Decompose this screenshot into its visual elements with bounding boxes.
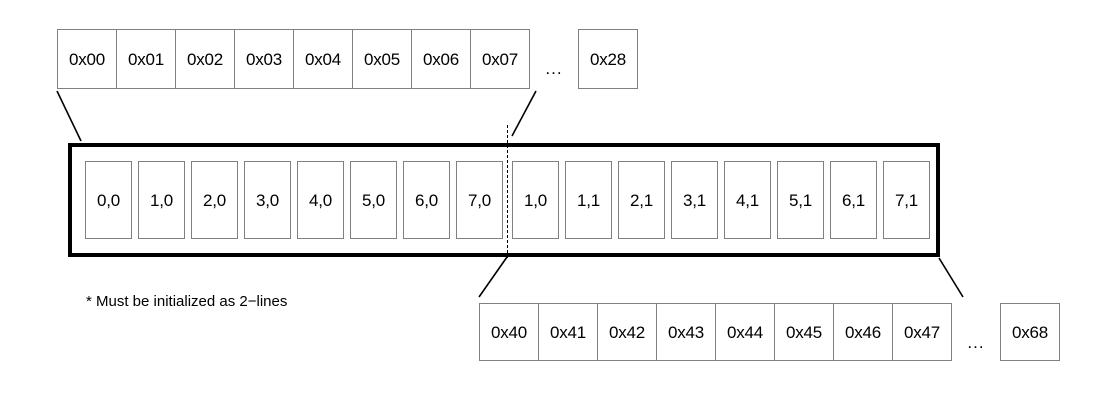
address-cell: 0x01 [116,29,176,89]
address-cell: 0x40 [479,303,539,361]
address-cell-last: 0x68 [1000,303,1060,361]
word-cell: 2,1 [618,161,665,239]
leader-top-right [511,90,537,137]
word-cell: 2,0 [191,161,238,239]
leader-bottom-right [938,257,964,298]
word-cell: 5,0 [350,161,397,239]
word-cell: 3,1 [671,161,718,239]
address-cell: 0x04 [293,29,353,89]
word-cell: 1,0 [512,161,559,239]
address-cell: 0x06 [411,29,471,89]
address-cell: 0x03 [234,29,294,89]
address-cell: 0x46 [833,303,893,361]
address-cell: 0x44 [715,303,775,361]
address-cell: 0x00 [57,29,117,89]
footnote-text: * Must be initialized as 2−lines [86,293,288,310]
word-cell: 6,0 [403,161,450,239]
top-address-row: 0x00 0x01 0x02 0x03 0x04 0x05 0x06 0x07 … [57,29,638,89]
leader-bottom-left [478,256,508,298]
address-cell-last: 0x28 [578,29,638,89]
word-cell: 7,1 [883,161,930,239]
address-cell: 0x41 [538,303,598,361]
address-cell: 0x07 [470,29,530,89]
address-cell: 0x45 [774,303,834,361]
word-cell: 3,0 [244,161,291,239]
word-cell: 6,1 [830,161,877,239]
address-cell: 0x43 [656,303,716,361]
address-row-ellipsis: ... [967,333,985,352]
word-cell: 1,1 [565,161,612,239]
address-cell: 0x47 [892,303,952,361]
leader-top-left [56,90,82,142]
cache-line-split-divider [507,125,508,258]
word-cell: 0,0 [85,161,132,239]
address-row-ellipsis: ... [545,59,563,78]
bottom-address-row: 0x40 0x41 0x42 0x43 0x44 0x45 0x46 0x47 … [479,303,1060,361]
word-cell: 5,1 [777,161,824,239]
address-cell: 0x02 [175,29,235,89]
word-cell: 1,0 [138,161,185,239]
address-cell: 0x05 [352,29,412,89]
address-cell: 0x42 [597,303,657,361]
word-cell: 4,1 [724,161,771,239]
word-cell: 7,0 [456,161,503,239]
word-cell: 4,0 [297,161,344,239]
